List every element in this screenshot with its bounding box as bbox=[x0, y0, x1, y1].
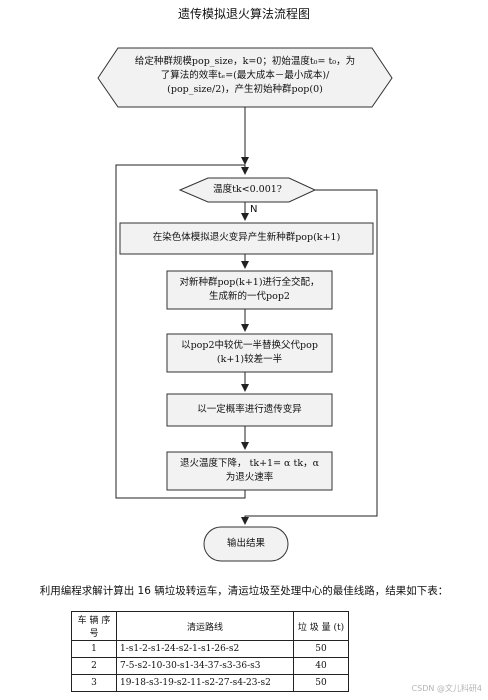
watermark: CSDN @文儿科研4 bbox=[411, 684, 482, 693]
init-text: 给定种群规模pop_size，k=0；初始温度t₀= t₀，为 了算法的效率tₑ… bbox=[104, 55, 386, 97]
step3-line1: 以pop2中较优一半替换父代pop bbox=[181, 340, 318, 351]
step5-line2: 为退火速率 bbox=[225, 472, 274, 483]
step1-text: 在染色体模拟退火变异产生新种群pop(k+1) bbox=[152, 232, 341, 243]
routes-table: 车 辆 序 号 清运路线 垃 圾 量 (t) 1 1-s1-2-s1-24-s2… bbox=[71, 611, 349, 692]
step2-text: 对新种群pop(k+1)进行全交配， 生成新的一代pop2 bbox=[169, 276, 330, 304]
loop-arrow bbox=[115, 164, 249, 499]
header-waste-amount: 垃 圾 量 (t) bbox=[293, 611, 349, 641]
step3-line2: (k+1)较差一半 bbox=[216, 354, 283, 365]
init-line1: 给定种群规模pop_size，k=0；初始温度t₀= t₀，为 bbox=[134, 56, 356, 67]
step2-line1: 对新种群pop(k+1)进行全交配， bbox=[179, 277, 320, 288]
page-title: 遗传模拟退火算法流程图 bbox=[177, 7, 310, 21]
cell-route: 1-s1-2-s1-24-s2-1-s1-26-s2 bbox=[116, 640, 294, 658]
table-row: 2 7-5-s2-10-30-s1-34-37-s3-36-s3 40 bbox=[71, 657, 349, 675]
init-line3: (pop_size/2)，产生初始种群pop(0) bbox=[167, 84, 323, 95]
no-label: N bbox=[250, 204, 258, 215]
step4-text: 以一定概率进行遗传变异 bbox=[197, 404, 302, 415]
init-node bbox=[97, 47, 393, 108]
step3-node bbox=[166, 333, 333, 373]
cell-waste-amount: 50 bbox=[293, 674, 349, 692]
step5-text: 退火温度下降， tk+1= α tk，α 为退火速率 bbox=[169, 457, 330, 485]
step3-text: 以pop2中较优一半替换父代pop (k+1)较差一半 bbox=[169, 339, 330, 367]
step5-node bbox=[166, 451, 333, 491]
table-row: 1 1-s1-2-s1-24-s2-1-s1-26-s2 50 bbox=[71, 640, 349, 658]
step5-line1: 退火温度下降， tk+1= α tk，α bbox=[179, 458, 319, 469]
header-vehicle-no: 车 辆 序 号 bbox=[71, 611, 117, 641]
check-text: 温度tk<0.001? bbox=[213, 184, 282, 195]
step4-node bbox=[166, 393, 333, 427]
flowchart bbox=[97, 47, 393, 562]
cell-route: 7-5-s2-10-30-s1-34-37-s3-36-s3 bbox=[116, 657, 294, 675]
cell-vehicle-no: 1 bbox=[71, 640, 117, 658]
intro-text: 利用编程求解计算出 16 辆垃圾转运车，清运垃圾至处理中心的最佳线路，结果如下表… bbox=[39, 585, 449, 597]
step2-line2: 生成新的一代pop2 bbox=[209, 291, 290, 302]
header-route: 清运路线 bbox=[116, 611, 294, 641]
step1-node bbox=[119, 222, 374, 255]
step2-node bbox=[166, 270, 333, 310]
cell-route: 19-18-s3-19-s2-11-s2-27-s4-23-s2 bbox=[116, 674, 294, 692]
table-row: 3 19-18-s3-19-s2-11-s2-27-s4-23-s2 50 bbox=[71, 674, 349, 692]
cell-vehicle-no: 2 bbox=[71, 657, 117, 675]
cell-waste-amount: 50 bbox=[293, 640, 349, 658]
yes-arrow bbox=[241, 189, 378, 525]
cell-vehicle-no: 3 bbox=[71, 674, 117, 692]
end-node bbox=[203, 526, 289, 562]
end-text: 输出结果 bbox=[226, 538, 265, 549]
cell-waste-amount: 40 bbox=[293, 657, 349, 675]
table-header-row: 车 辆 序 号 清运路线 垃 圾 量 (t) bbox=[71, 611, 349, 641]
init-line2: 了算法的效率tₑ=(最大成本－最小成本)/ bbox=[160, 70, 330, 81]
